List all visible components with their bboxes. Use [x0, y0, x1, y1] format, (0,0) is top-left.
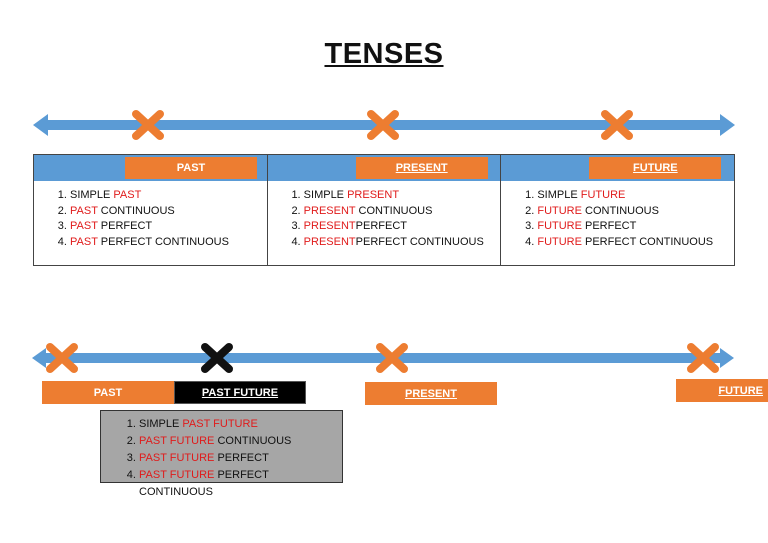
- tense-item: PRESENT CONTINUOUS: [304, 204, 484, 220]
- past-future-tense-list: SIMPLE PAST FUTUREPAST FUTURE CONTINUOUS…: [101, 411, 342, 501]
- timeline-bottom-past-future-marker: [201, 343, 233, 373]
- tense-item-highlight: PRESENT: [303, 204, 356, 217]
- tense-item-suffix: PERFECT CONTINUOUS: [139, 469, 269, 498]
- future-tag: FUTURE: [589, 157, 722, 179]
- timeline-top-present-marker: [367, 110, 399, 140]
- tense-item-highlight: FUTURE: [537, 204, 582, 217]
- past-tag: PAST: [125, 157, 257, 179]
- tense-item: PRESENTPERFECT CONTINUOUS: [304, 235, 484, 251]
- tense-item-prefix: SIMPLE: [537, 189, 581, 201]
- tense-item-highlight: FUTURE: [537, 220, 582, 232]
- tense-item-suffix: CONTINUOUS: [214, 435, 292, 447]
- tense-item-highlight: FUTURE: [580, 189, 626, 201]
- tense-item: SIMPLE PRESENT: [304, 188, 484, 204]
- tense-item-suffix: CONTINUOUS: [581, 204, 659, 217]
- present-header-bar: PRESENT: [267, 155, 501, 181]
- tense-item: PAST PERFECT: [70, 219, 229, 235]
- tense-item: PAST CONTINUOUS: [70, 204, 229, 220]
- tense-item-prefix: SIMPLE: [139, 418, 183, 430]
- tense-item: FUTURE PERFECT: [537, 219, 713, 235]
- bottom-past-tag: PAST: [42, 381, 174, 404]
- page-title: TENSES: [324, 38, 444, 70]
- bottom-future-tag: FUTURE: [676, 379, 768, 402]
- present-tag: PRESENT: [355, 157, 488, 179]
- tense-item-suffix: PERFECT CONTINUOUS: [97, 235, 229, 248]
- tense-item: PRESENTPERFECT: [304, 219, 484, 235]
- future-header-bar: FUTURE: [501, 155, 735, 181]
- tense-item-highlight: PAST FUTURE: [182, 418, 258, 430]
- present-column: PRESENT SIMPLE PRESENTPRESENT CONTINUOUS…: [267, 155, 502, 265]
- tense-item-suffix: PERFECT CONTINUOUS: [581, 235, 714, 248]
- tense-item-highlight: PRESENT: [347, 189, 400, 201]
- tense-item-highlight: PAST FUTURE: [139, 452, 215, 464]
- timeline-top-past-marker: [132, 110, 164, 140]
- tense-item: PAST FUTURE PERFECT: [139, 450, 342, 467]
- timeline-top-future-marker: [601, 110, 633, 140]
- tense-item-suffix: PERFECT: [355, 220, 407, 232]
- tense-item-prefix: SIMPLE: [303, 189, 348, 201]
- tense-item-highlight: PAST: [70, 235, 98, 248]
- bottom-past-future-tag: PAST FUTURE: [174, 381, 306, 404]
- tense-item: SIMPLE PAST FUTURE: [139, 416, 342, 433]
- timeline-bottom-arrow: [32, 348, 734, 368]
- tense-item: SIMPLE FUTURE: [537, 188, 713, 204]
- tense-item: PAST FUTURE PERFECT CONTINUOUS: [139, 467, 342, 501]
- tense-item-highlight: PRESENT: [303, 235, 356, 248]
- timeline-bottom-past-marker: [46, 343, 78, 373]
- future-column: FUTURE SIMPLE FUTUREFUTURE CONTINUOUSFUT…: [501, 155, 735, 265]
- tense-item: PAST FUTURE CONTINUOUS: [139, 433, 342, 450]
- present-tense-list: SIMPLE PRESENTPRESENT CONTINUOUSPRESENTP…: [268, 188, 484, 250]
- tense-item: SIMPLE PAST: [70, 188, 229, 204]
- tense-item-suffix: PERFECT: [214, 452, 269, 464]
- tense-item-suffix: CONTINUOUS: [355, 204, 433, 217]
- tense-item: PAST PERFECT CONTINUOUS: [70, 235, 229, 251]
- tense-item-suffix: PERFECT: [97, 220, 153, 232]
- tense-item-highlight: PAST: [113, 189, 142, 201]
- tense-item-highlight: PAST: [70, 204, 98, 217]
- tense-item-suffix: CONTINUOUS: [97, 204, 175, 217]
- tense-item-highlight: PRESENT: [303, 220, 356, 232]
- past-future-box: SIMPLE PAST FUTUREPAST FUTURE CONTINUOUS…: [100, 410, 343, 498]
- tense-item-prefix: SIMPLE: [70, 189, 114, 201]
- timeline-bottom-present-marker: [376, 343, 408, 373]
- bottom-present-tag: PRESENT: [365, 382, 497, 405]
- tense-item-highlight: PAST FUTURE: [139, 435, 215, 447]
- tense-item-highlight: PAST: [70, 220, 98, 232]
- tense-item-suffix: PERFECT CONTINUOUS: [355, 235, 484, 248]
- tense-item-suffix: PERFECT: [581, 220, 637, 232]
- timeline-bottom-future-marker: [687, 343, 719, 373]
- tense-item-highlight: FUTURE: [537, 235, 582, 248]
- tense-item: FUTURE CONTINUOUS: [537, 204, 713, 220]
- tense-item-highlight: PAST FUTURE: [139, 469, 215, 481]
- past-header-bar: PAST: [34, 155, 267, 181]
- tense-item: FUTURE PERFECT CONTINUOUS: [537, 235, 713, 251]
